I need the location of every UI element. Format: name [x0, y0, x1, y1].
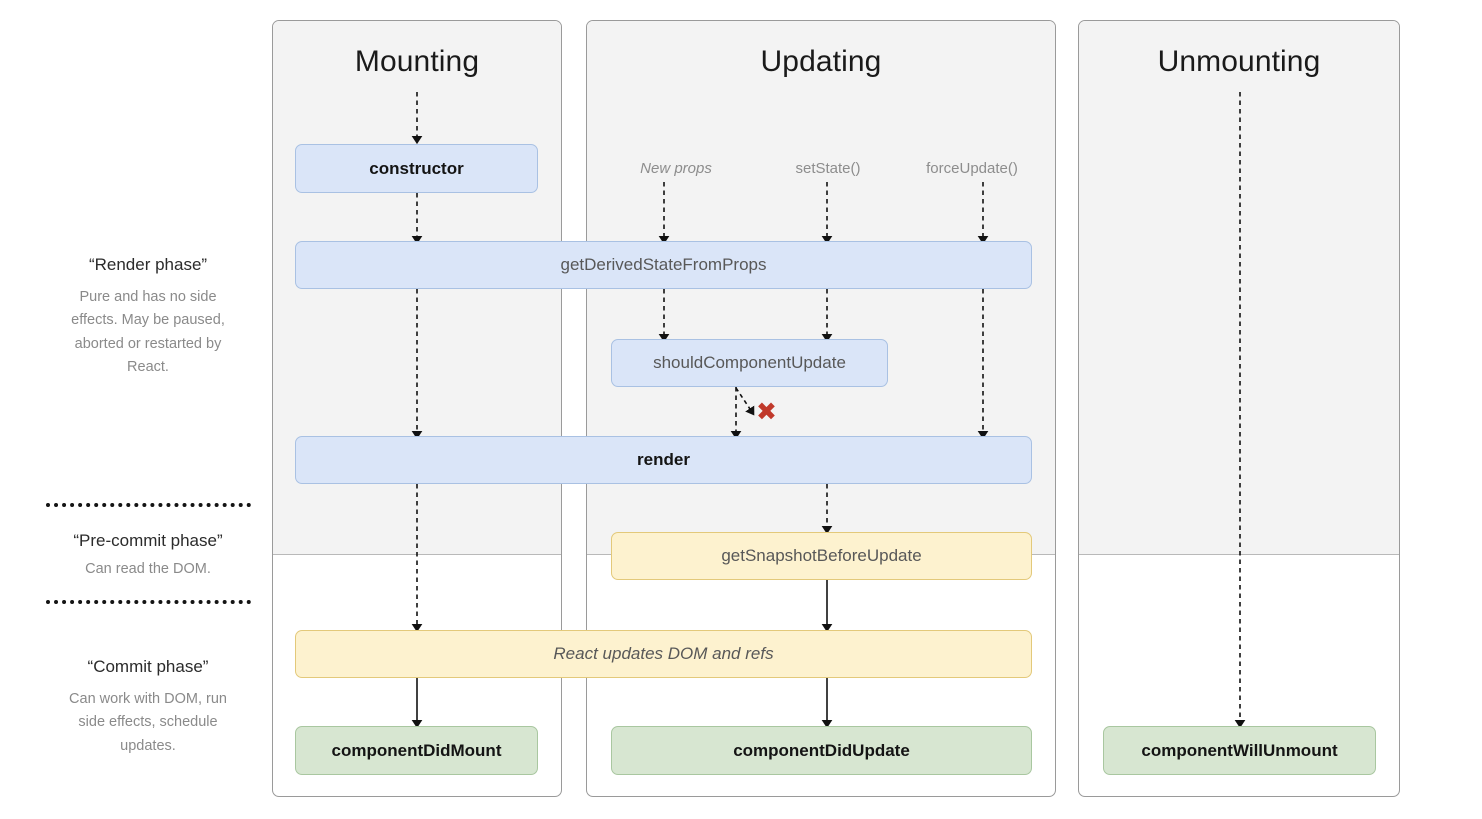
phase-description-render: Pure and has no side effects. May be pau… — [71, 289, 225, 376]
trigger-label-set-state: setState() — [795, 160, 861, 177]
lifecycle-box-component-did-mount[interactable]: componentDidMount — [295, 726, 538, 775]
column-title-unmounting: Unmounting — [1157, 45, 1321, 78]
lifecycle-box-should-component-update[interactable]: shouldComponentUpdate — [611, 339, 888, 387]
lifecycle-box-constructor[interactable]: constructor — [295, 144, 538, 193]
lifecycle-box-label: componentWillUnmount — [1141, 740, 1338, 760]
lifecycle-box-render[interactable]: render — [295, 436, 1032, 484]
lifecycle-box-label: React updates DOM and refs — [553, 644, 774, 664]
column-title-mounting: Mounting — [354, 45, 480, 78]
lifecycle-box-label: componentDidUpdate — [733, 740, 910, 760]
lifecycle-box-label: getSnapshotBeforeUpdate — [721, 546, 922, 566]
lifecycle-box-label: getDerivedStateFromProps — [560, 255, 767, 275]
phase-description-commit: Can work with DOM, run side effects, sch… — [69, 691, 227, 754]
phase-description-pre-commit: Can read the DOM. — [85, 561, 211, 577]
trigger-label-force-update: forceUpdate() — [926, 160, 1018, 177]
lifecycle-box-label: render — [637, 450, 690, 470]
column-title-updating: Updating — [760, 45, 882, 78]
lifecycle-box-label: componentDidMount — [331, 740, 502, 760]
lifecycle-box-get-derived-state-from-props[interactable]: getDerivedStateFromProps — [295, 241, 1032, 289]
phase-divider-top — [46, 503, 251, 507]
lifecycle-box-react-updates-dom-and-refs[interactable]: React updates DOM and refs — [295, 630, 1032, 678]
column-card-updating — [586, 20, 1056, 797]
column-card-unmounting — [1078, 20, 1400, 797]
lifecycle-box-label: shouldComponentUpdate — [653, 353, 846, 373]
phase-divider-bottom — [46, 600, 251, 604]
abort-x-icon: ✖ — [756, 397, 777, 426]
column-card-mounting — [272, 20, 562, 797]
phase-heading-pre-commit: “Pre-commit phase” — [73, 531, 223, 550]
lifecycle-box-label: constructor — [369, 158, 464, 178]
lifecycle-box-get-snapshot-before-update[interactable]: getSnapshotBeforeUpdate — [611, 532, 1032, 580]
render-phase-band-unmounting — [1079, 21, 1399, 555]
lifecycle-box-component-will-unmount[interactable]: componentWillUnmount — [1103, 726, 1376, 775]
phase-heading-render: “Render phase” — [88, 255, 208, 274]
phase-heading-commit: “Commit phase” — [87, 657, 209, 676]
lifecycle-box-component-did-update[interactable]: componentDidUpdate — [611, 726, 1032, 775]
trigger-label-new-props: New props — [640, 160, 712, 177]
